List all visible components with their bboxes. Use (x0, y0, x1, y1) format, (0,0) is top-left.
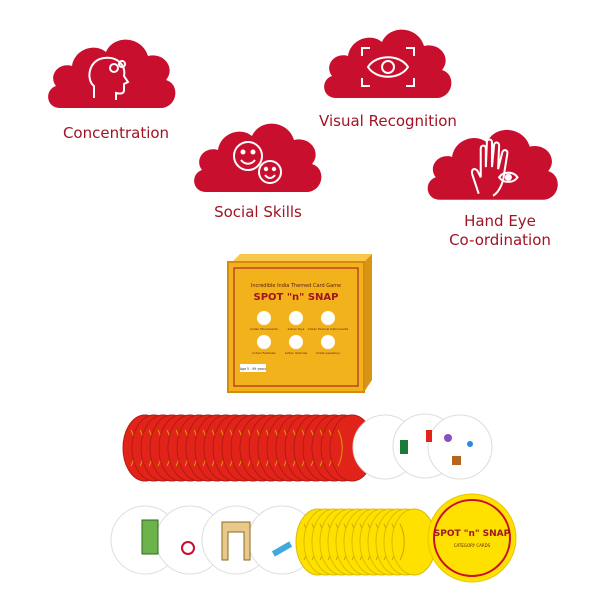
card-picture (467, 441, 473, 447)
jewellery-icon (321, 335, 335, 349)
white-cards-top (352, 413, 493, 480)
skill-label-visual-recognition: Visual Recognition (319, 112, 457, 130)
white-cards-bottom (110, 505, 317, 575)
cloud-shape (48, 39, 176, 108)
category-label: Indian Monuments (250, 327, 278, 331)
yellow-card-fan (295, 508, 437, 576)
skill-label-hand-eye: Hand Eye Co-ordination (430, 212, 570, 250)
skill-visual-recognition (318, 18, 458, 108)
card-picture (400, 440, 408, 454)
cloud-shape (194, 123, 322, 192)
box-subtitle: Incredible India Themed Card Game (251, 283, 341, 289)
card-picture (181, 541, 195, 555)
skill-label-hand-eye-line2: Co-ordination (449, 231, 551, 249)
card-edge-mark (399, 523, 405, 561)
box-frame (233, 267, 359, 387)
box-side (364, 254, 372, 392)
category-label: Indian Toys (288, 327, 305, 331)
red-card-fan (122, 414, 375, 482)
instrument-icon (321, 311, 335, 325)
category-card: SPOT "n" SNAP CATEGORY CARDS (427, 493, 517, 583)
skill-social-skills (188, 112, 328, 202)
box-title: SPOT "n" SNAP (254, 292, 339, 303)
eye-focus-icon (361, 47, 415, 87)
age-label: Age 5 - 99 years (240, 367, 267, 371)
category-label: Indian Festivals (252, 351, 276, 355)
product-showcase: Incredible India Themed Card Game SPOT "… (0, 250, 600, 600)
card-picture (141, 519, 159, 555)
skill-concentration (42, 28, 182, 118)
card-picture (271, 541, 293, 557)
cloud-shape (427, 129, 558, 200)
festival-icon (257, 335, 271, 349)
monument-icon (257, 311, 271, 325)
smiley-faces-icon (233, 141, 282, 184)
card-picture (221, 521, 251, 561)
vehicle-icon (289, 335, 303, 349)
white-card (427, 414, 493, 480)
age-badge (240, 364, 266, 372)
box-top-edge (232, 254, 372, 262)
card-picture (452, 456, 461, 465)
skill-label-hand-eye-line1: Hand Eye (464, 212, 536, 230)
skill-hand-eye (418, 118, 568, 210)
category-card-subtitle: CATEGORY CARDS (454, 543, 491, 548)
game-box: Incredible India Themed Card Game SPOT "… (227, 254, 372, 393)
hand-eye-icon (471, 138, 519, 197)
category-label: Indian Musical Instruments (308, 327, 349, 331)
category-card-title: SPOT "n" SNAP (434, 529, 511, 539)
category-label: Indian Jewellery (316, 351, 340, 355)
toy-icon (289, 311, 303, 325)
card-edge-mark (337, 429, 343, 467)
cloud-shape (324, 29, 452, 98)
skill-label-social-skills: Social Skills (214, 203, 302, 221)
card-picture (426, 430, 432, 442)
product-illustration: Incredible India Themed Card Game SPOT "… (110, 254, 517, 583)
card-picture (444, 434, 452, 442)
skill-label-concentration: Concentration (62, 124, 170, 142)
brain-head-icon (88, 56, 130, 100)
category-label: Indian Vehicles (285, 351, 308, 355)
box-category-grid: Indian Monuments Indian Toys Indian Musi… (250, 311, 349, 355)
